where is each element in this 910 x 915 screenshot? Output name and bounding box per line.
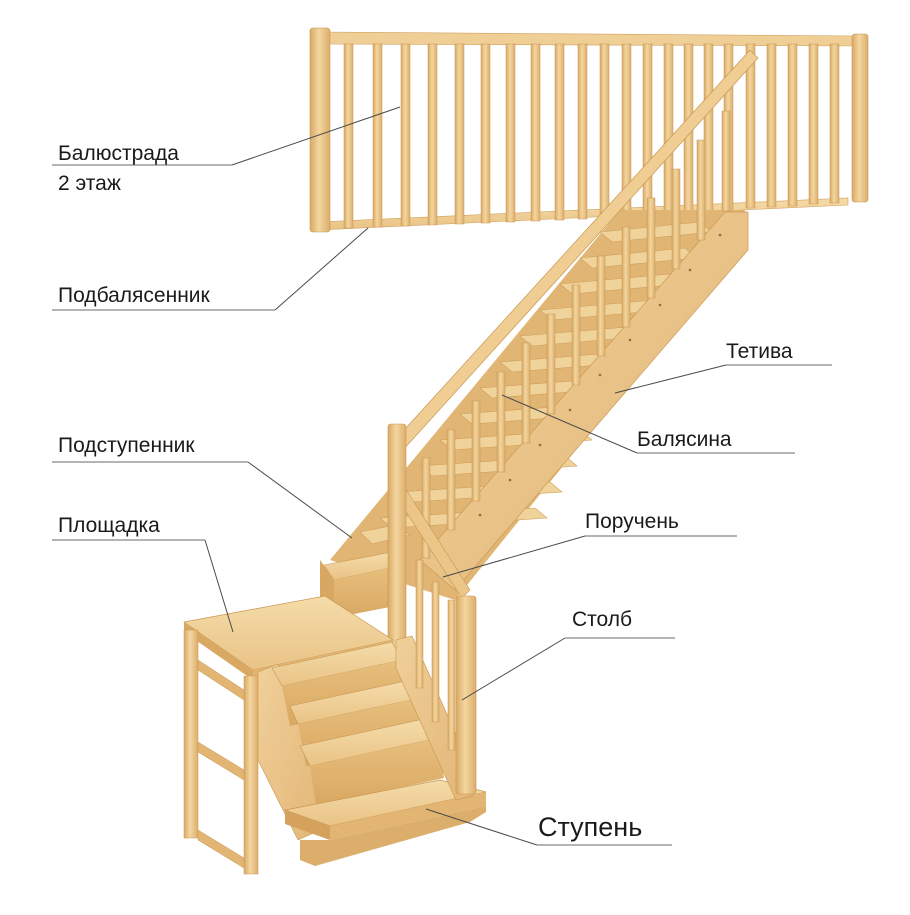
label-tetiva: Тетива [726,340,793,363]
leader-podbalyasennik [274,227,369,311]
upper-flight [320,49,759,671]
leader-stolb [461,637,566,701]
label-balyasina: Балясина [637,428,732,451]
lower-flight [257,559,487,866]
label-stolb: Столб [572,608,633,631]
upper-balustrade [309,27,869,233]
leader-poruchen [442,535,586,578]
leader-ploshchadka [204,539,234,633]
label-podbalyasennik: Подбалясенник [58,284,210,307]
label-balustrade-line2: 2 этаж [58,172,121,195]
label-balustrade-line1: Балюстрада [58,142,179,165]
leader-balyasina [501,394,638,454]
leader-lines [52,106,832,846]
leader-stupen [425,808,538,846]
leader-balustrade [231,106,401,166]
label-poruchen: Поручень [585,510,679,533]
label-podstupennik: Подступенник [58,434,195,457]
label-stupen: Ступень [538,812,643,842]
leader-tetiva [614,364,727,394]
label-balustrade: Балюстрада 2 этаж [58,142,179,196]
label-ploshchadka: Площадка [58,514,160,537]
leader-podstupennik [247,461,353,539]
